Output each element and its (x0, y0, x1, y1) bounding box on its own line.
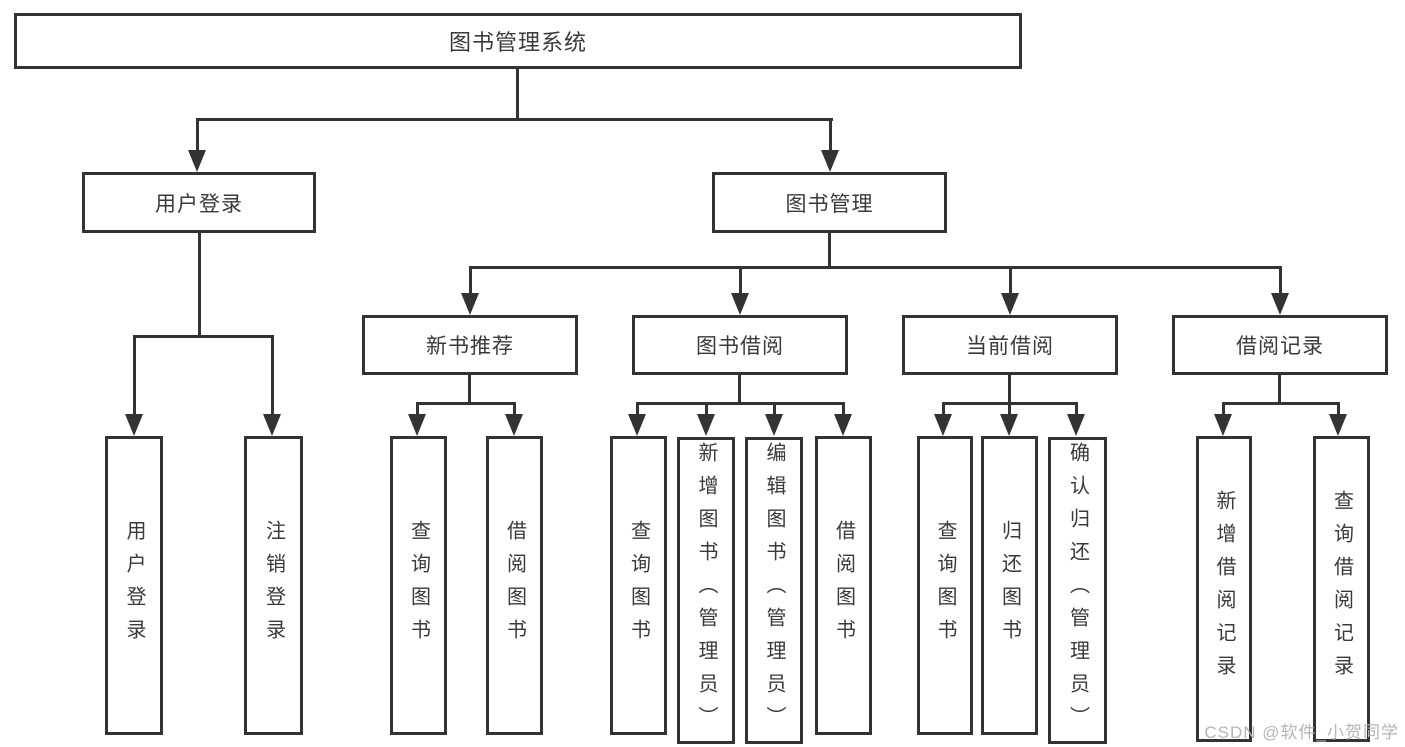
connector-drop-leaf-bb-edit (773, 402, 776, 416)
connector-drop-leaf-cb-confirm (1075, 402, 1078, 416)
leaf-cb-confirm-return-admin: 确认归还（管理员） (1048, 437, 1107, 744)
arrowhead-leaf-nb-borrow (505, 414, 523, 436)
connector-book-management-stem (828, 233, 831, 268)
node-borrow-record-label: 借阅记录 (1236, 335, 1324, 358)
node-book-management-label: 图书管理 (785, 192, 874, 216)
connector-current-borrow-stem (1008, 375, 1011, 404)
leaf-br-query-record: 查询借阅记录 (1313, 436, 1370, 742)
connector-drop-leaf-bb-add (705, 402, 708, 416)
connector-book-borrow-stem (738, 375, 741, 404)
leaf-cb-confirm-return-admin-label: 确认归还（管理员） (1066, 442, 1089, 739)
node-new-book-recommend-label: 新书推荐 (426, 335, 514, 358)
connector-new-book-stem (468, 375, 471, 404)
arrowhead-leaf-user-login (125, 414, 143, 436)
arrowhead-borrow-record (1271, 293, 1289, 315)
leaf-cb-return-book-label: 归还图书 (998, 519, 1021, 652)
arrowhead-leaf-cb-return (1000, 414, 1018, 436)
arrowhead-user-login (188, 150, 206, 172)
arrowhead-leaf-logout (263, 414, 281, 436)
connector-drop-leaf-user-login (133, 335, 136, 416)
leaf-nb-borrow-book: 借阅图书 (486, 436, 543, 735)
connector-borrow-record-stem (1278, 375, 1281, 404)
connector-drop-leaf-br-add (1222, 402, 1225, 416)
arrowhead-leaf-br-add (1214, 414, 1232, 436)
node-current-borrow-label: 当前借阅 (966, 335, 1054, 358)
leaf-cb-query-book: 查询图书 (917, 436, 973, 735)
arrowhead-book-borrow (731, 293, 749, 315)
csdn-watermark: CSDN @软件_小贺同学 (1204, 723, 1399, 742)
node-borrow-record: 借阅记录 (1172, 315, 1388, 375)
arrowhead-new-book (461, 293, 479, 315)
connector-new-book-bar (416, 402, 516, 405)
connector-drop-book-borrow (739, 266, 742, 295)
leaf-nb-query-book-label: 查询图书 (407, 519, 430, 652)
node-book-borrow: 图书借阅 (632, 315, 848, 375)
node-current-borrow: 当前借阅 (902, 315, 1118, 375)
connector-drop-borrow-record (1279, 266, 1282, 295)
leaf-bb-query-book: 查询图书 (610, 436, 667, 735)
connector-book-borrow-bar (636, 402, 845, 405)
connector-drop-leaf-cb-query (942, 402, 945, 416)
connector-user-login-bar (133, 335, 274, 338)
leaf-br-add-record: 新增借阅记录 (1196, 436, 1252, 742)
arrowhead-leaf-br-query (1329, 414, 1347, 436)
leaf-br-add-record-label: 新增借阅记录 (1213, 490, 1235, 688)
leaf-bb-borrow-book-label: 借阅图书 (832, 519, 855, 652)
connector-drop-book-management (829, 118, 832, 154)
arrowhead-book-management (821, 150, 839, 172)
node-book-borrow-label: 图书借阅 (696, 335, 784, 358)
connector-drop-user-login (196, 118, 199, 154)
connector-root-stem (516, 68, 519, 120)
connector-drop-leaf-nb-borrow (513, 402, 516, 416)
arrowhead-leaf-bb-add (697, 414, 715, 436)
node-root: 图书管理系统 (14, 13, 1022, 69)
leaf-bb-add-book-admin: 新增图书（管理员） (677, 437, 735, 744)
leaf-bb-borrow-book: 借阅图书 (815, 436, 872, 735)
connector-drop-new-book (469, 266, 472, 295)
arrowhead-leaf-nb-query (408, 414, 426, 436)
connector-borrow-record-bar (1222, 402, 1340, 405)
leaf-br-query-record-label: 查询借阅记录 (1330, 490, 1353, 688)
connector-drop-leaf-cb-return (1008, 402, 1011, 416)
leaf-logout: 注销登录 (244, 436, 303, 735)
arrowhead-leaf-bb-edit (765, 414, 783, 436)
leaf-bb-edit-book-admin-label: 编辑图书（管理员） (763, 442, 785, 739)
connector-drop-current-borrow (1009, 266, 1012, 295)
arrowhead-leaf-bb-query (628, 414, 646, 436)
leaf-cb-query-book-label: 查询图书 (934, 519, 956, 652)
leaf-bb-add-book-admin-label: 新增图书（管理员） (695, 442, 717, 739)
connector-drop-leaf-bb-borrow (842, 402, 845, 416)
node-user-login-label: 用户登录 (155, 192, 243, 216)
leaf-bb-edit-book-admin: 编辑图书（管理员） (745, 437, 803, 744)
leaf-cb-return-book: 归还图书 (981, 436, 1038, 735)
leaf-nb-borrow-book-label: 借阅图书 (503, 519, 526, 652)
arrowhead-leaf-cb-query (934, 414, 952, 436)
connector-root-bar (196, 118, 833, 121)
connector-book-management-bar (469, 266, 1282, 269)
leaf-bb-query-book-label: 查询图书 (627, 519, 650, 652)
arrowhead-leaf-bb-borrow (834, 414, 852, 436)
node-book-management: 图书管理 (712, 172, 947, 233)
node-user-login: 用户登录 (82, 172, 316, 233)
leaf-user-login-label: 用户登录 (123, 519, 145, 652)
leaf-nb-query-book: 查询图书 (390, 436, 447, 735)
node-root-label: 图书管理系统 (448, 30, 587, 55)
connector-drop-leaf-br-query (1337, 402, 1340, 416)
connector-user-login-stem (198, 233, 201, 337)
connector-drop-leaf-bb-query (636, 402, 639, 416)
node-new-book-recommend: 新书推荐 (362, 315, 578, 375)
leaf-logout-label: 注销登录 (262, 519, 285, 652)
arrowhead-leaf-cb-confirm (1067, 414, 1085, 436)
arrowhead-current-borrow (1001, 293, 1019, 315)
connector-drop-leaf-nb-query (416, 402, 419, 416)
leaf-user-login: 用户登录 (105, 436, 163, 735)
connector-drop-leaf-logout (271, 335, 274, 416)
